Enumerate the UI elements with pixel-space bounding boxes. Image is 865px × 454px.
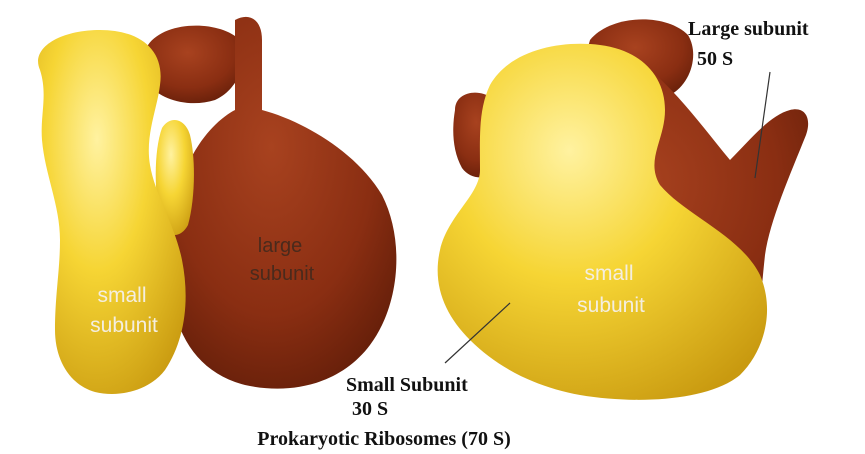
large-subunit-callout-title: Large subunit: [688, 18, 809, 40]
left-small-label-line2: subunit: [90, 314, 158, 337]
diagram-caption: Prokaryotic Ribosomes (70 S): [257, 428, 511, 450]
right-small-label-line1: small: [584, 262, 633, 285]
large-subunit-callout-value: 50 S: [697, 48, 733, 70]
left-small-label-line1: small: [97, 284, 146, 307]
right-small-label-line2: subunit: [577, 294, 645, 317]
left-large-label-line1: large: [258, 235, 302, 257]
left-large-label-line2: subunit: [250, 263, 315, 285]
left-ribosome-model: large subunit small subunit: [38, 17, 396, 394]
right-ribosome-model: small subunit: [438, 19, 808, 399]
small-subunit-callout-title: Small Subunit: [346, 374, 468, 396]
small-subunit-callout-value: 30 S: [352, 398, 388, 420]
